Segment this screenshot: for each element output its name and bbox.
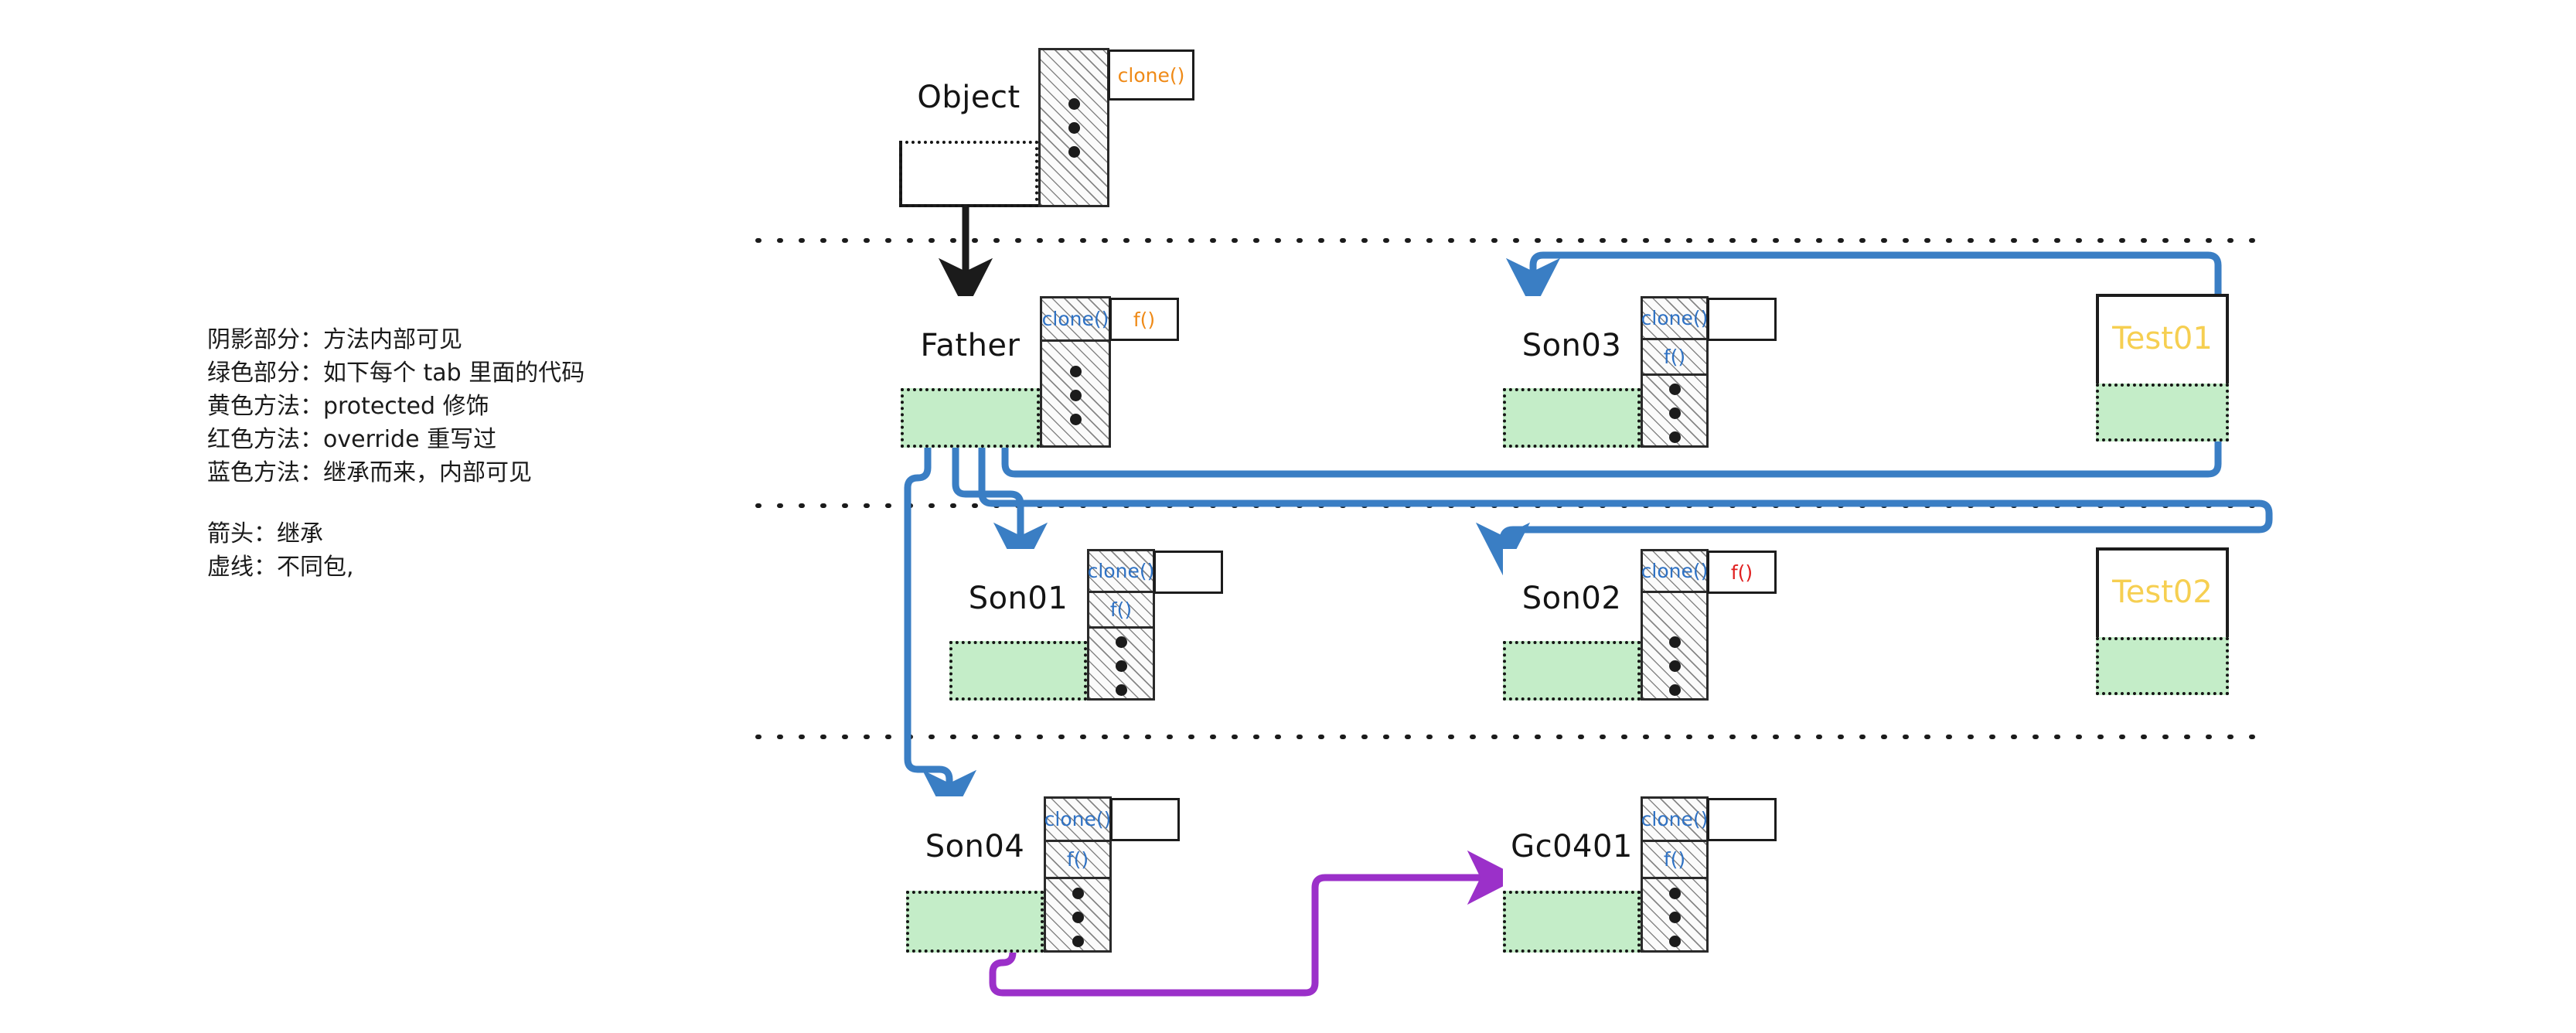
edge-father-to-son02 xyxy=(978,445,2273,576)
son03-name-label: Son03 xyxy=(1521,327,1622,363)
son04-f-label: f() xyxy=(1066,848,1089,871)
father-name-cell: Father xyxy=(901,296,1040,388)
father-method-clone-cell[interactable]: clone() xyxy=(1042,298,1109,342)
gc0401-method-clone-cell[interactable]: clone() xyxy=(1641,799,1709,842)
object-name-cell: Object xyxy=(899,48,1038,141)
son04-name-cell: Son04 xyxy=(906,796,1044,891)
son02-name-label: Son02 xyxy=(1521,580,1622,616)
son02-method-ellipsis xyxy=(1643,632,1706,700)
son04-green-cell xyxy=(906,891,1044,953)
test02-green-cell xyxy=(2096,637,2229,695)
gc0401-name-cell: Gc0401 xyxy=(1503,796,1641,891)
son02-method-clone-cell[interactable]: clone() xyxy=(1641,551,1709,593)
edge-father-to-son04 xyxy=(904,445,977,823)
class-box-test01[interactable]: Test01 xyxy=(2096,294,2229,441)
object-clone-label: clone() xyxy=(1117,63,1185,87)
son03-method-clone-cell[interactable]: clone() xyxy=(1641,298,1709,340)
legend-line-blue: 蓝色方法：继承而来，内部可见 xyxy=(207,459,532,486)
object-name-label: Object xyxy=(917,80,1021,115)
son02-f-label: f() xyxy=(1730,561,1753,584)
son02-side-method-f[interactable]: f() xyxy=(1707,551,1777,594)
gc0401-name-label: Gc0401 xyxy=(1511,829,1633,864)
gc0401-clone-label: clone() xyxy=(1641,808,1709,830)
test02-name-label: Test02 xyxy=(2112,574,2213,610)
son02-method-column: clone() xyxy=(1641,549,1709,701)
gc0401-method-column: clone() f() xyxy=(1641,796,1709,953)
son01-method-f-cell[interactable]: f() xyxy=(1089,593,1153,629)
son01-green-cell xyxy=(949,641,1087,701)
son03-method-column: clone() f() xyxy=(1641,296,1709,448)
father-side-method-f[interactable]: f() xyxy=(1109,298,1179,341)
legend-line-yellow: 黄色方法：protected 修饰 xyxy=(207,393,489,420)
object-lower-dotted-cell xyxy=(899,141,1038,207)
son03-method-ellipsis xyxy=(1643,379,1706,447)
son01-method-column: clone() f() xyxy=(1087,549,1155,701)
legend-line-shadow: 阴影部分：方法内部可见 xyxy=(207,326,462,353)
son04-clone-label: clone() xyxy=(1044,808,1112,830)
father-name-label: Father xyxy=(920,327,1021,363)
legend-line-red: 红色方法：override 重写过 xyxy=(207,426,497,453)
object-method-column xyxy=(1038,48,1109,207)
son02-green-cell xyxy=(1503,641,1641,701)
son01-side-method-empty[interactable] xyxy=(1153,551,1223,594)
legend-spacer xyxy=(207,489,687,517)
father-green-cell xyxy=(901,388,1040,448)
son03-green-cell xyxy=(1503,388,1641,448)
son04-side-method-empty[interactable] xyxy=(1110,798,1180,841)
test01-name-label: Test01 xyxy=(2112,321,2213,356)
test01-green-cell xyxy=(2096,384,2229,441)
son01-name-label: Son01 xyxy=(968,580,1068,616)
son01-method-clone-cell[interactable]: clone() xyxy=(1087,551,1155,593)
son03-f-label: f() xyxy=(1663,346,1686,368)
son03-name-cell: Son03 xyxy=(1503,296,1641,388)
class-box-test02[interactable]: Test02 xyxy=(2096,547,2229,695)
gc0401-green-cell xyxy=(1503,891,1641,953)
son04-method-f-cell[interactable]: f() xyxy=(1046,842,1109,879)
father-method-ellipsis xyxy=(1042,353,1109,438)
gc0401-method-f-cell[interactable]: f() xyxy=(1643,842,1706,879)
son02-clone-label: clone() xyxy=(1641,560,1709,582)
father-method-column: clone() xyxy=(1040,296,1111,448)
test01-name-cell: Test01 xyxy=(2096,294,2229,384)
son01-clone-label: clone() xyxy=(1087,560,1155,582)
son04-name-label: Son04 xyxy=(925,829,1025,864)
legend: 阴影部分：方法内部可见 绿色部分：如下每个 tab 里面的代码 黄色方法：pro… xyxy=(207,323,687,584)
father-clone-label: clone() xyxy=(1041,308,1109,330)
edge-father-to-son01 xyxy=(952,445,1048,576)
legend-line-green: 绿色部分：如下每个 tab 里面的代码 xyxy=(207,360,585,387)
son04-method-clone-cell[interactable]: clone() xyxy=(1044,799,1112,842)
son04-method-column: clone() f() xyxy=(1044,796,1112,953)
father-f-label: f() xyxy=(1133,308,1156,331)
object-method-ellipsis xyxy=(1041,81,1107,174)
legend-line-arrow: 箭头：继承 xyxy=(207,520,323,547)
gc0401-side-method-empty[interactable] xyxy=(1707,798,1777,841)
son03-clone-label: clone() xyxy=(1641,307,1709,329)
son01-name-cell: Son01 xyxy=(949,549,1087,641)
object-side-method-clone[interactable]: clone() xyxy=(1108,49,1194,101)
test02-name-cell: Test02 xyxy=(2096,547,2229,637)
legend-line-dashed: 虚线：不同包, xyxy=(207,554,354,581)
son03-side-method-empty[interactable] xyxy=(1707,298,1777,341)
son02-name-cell: Son02 xyxy=(1503,549,1641,641)
gc0401-method-ellipsis xyxy=(1643,882,1706,952)
son04-method-ellipsis xyxy=(1046,882,1109,952)
son01-method-ellipsis xyxy=(1089,632,1153,700)
son01-f-label: f() xyxy=(1109,598,1133,621)
class-box-son03[interactable]: Son03 xyxy=(1503,296,1709,448)
son03-method-f-cell[interactable]: f() xyxy=(1643,340,1706,376)
gc0401-f-label: f() xyxy=(1663,848,1686,871)
